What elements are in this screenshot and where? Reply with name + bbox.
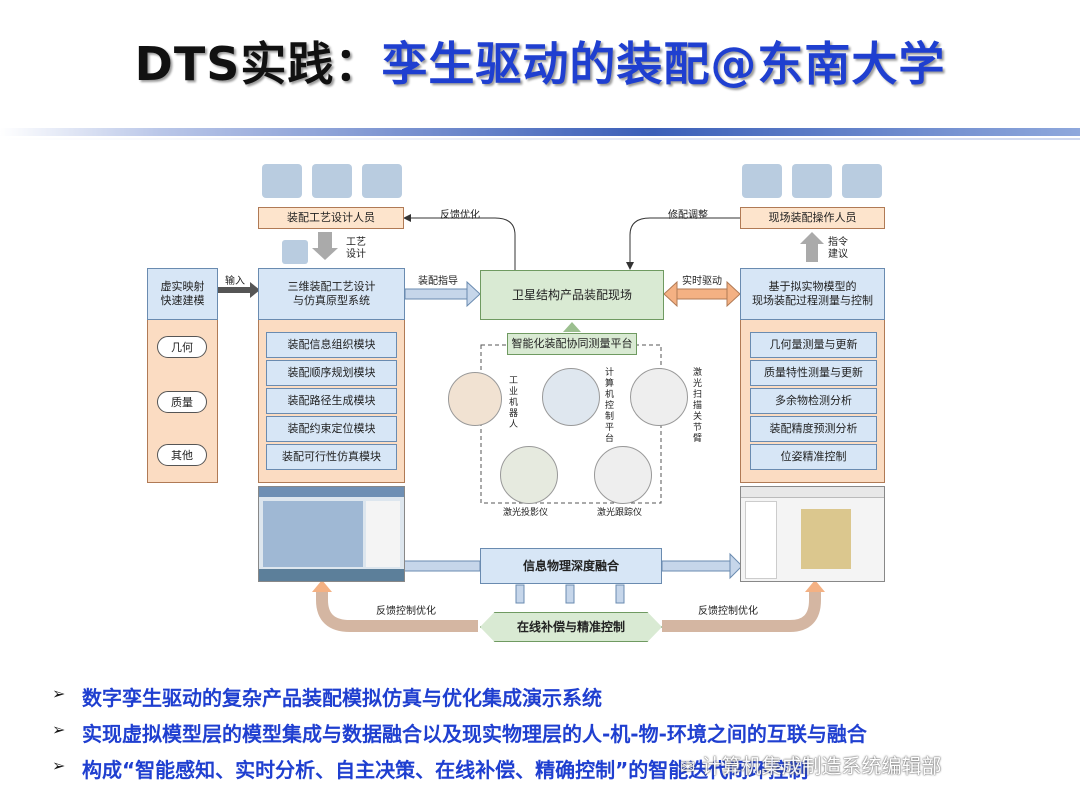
online-control-box: 在线补偿与精准控制 [480,612,662,642]
operator-up-arrow [806,244,818,262]
feedback-control-left-label: 反馈控制优化 [376,606,436,617]
platform-box: 智能化装配协同测量平台 [507,333,637,355]
designer-box: 装配工艺设计人员 [258,207,404,229]
operator-box: 现场装配操作人员 [740,207,885,229]
page-title: DTS实践：孪生驱动的装配@东南大学 [0,28,1080,94]
design-system-header: 三维装配工艺设计 与仿真原型系统 [258,268,405,320]
module-item: 装配精度预测分析 [750,416,877,442]
arrow-bullet-icon: ➢ [52,684,66,703]
screenshot-sidebar [745,501,777,579]
bullet-text: 构成“智能感知、实时分析、自主决策、在线补偿、精确控制”的智能迭代闭环控制 [82,758,809,782]
feedback-opt-label: 反馈优化 [440,210,480,221]
laser-arm-label: 激光扫描关节臂 [692,368,702,444]
module-item: 装配约束定位模块 [266,416,397,442]
craft-icon [282,240,308,264]
module-item: 多余物检测分析 [750,388,877,414]
mass-oval: 质量 [157,391,207,413]
module-item: 位姿精准控制 [750,444,877,470]
fit-adjust-arrow [626,217,740,270]
other-oval: 其他 [157,444,207,466]
watermark-text: 计算机集成制造系统编辑部 [701,754,942,778]
right-software-screenshot [740,486,885,582]
title-divider-thin [0,138,1080,140]
feedback-control-left-arrow [316,590,478,632]
arrow-bullet-icon: ➢ [52,756,66,775]
site-up-arrow [563,322,581,332]
operator-icons [742,164,882,200]
wechat-icon: ✉ [680,757,696,778]
bullet-item: ➢ 数字孪生驱动的复杂产品装配模拟仿真与优化集成演示系统 [52,682,1052,718]
screenshot-toolbar [741,487,884,498]
projector-label: 激光投影仪 [503,508,549,518]
bullet-item: ➢ 实现虚拟模型层的模型集成与数据融合以及现实物理层的人-机-物-环境之间的互联与… [52,718,1052,754]
fit-adjust-label: 修配调整 [668,210,708,221]
watermark: ✉ 计算机集成制造系统编辑部 [680,750,941,779]
feedback-control-right-arrow [662,590,821,632]
operator-icon [842,164,882,198]
geometry-oval: 几何 [157,336,207,358]
bullet-text: 实现虚拟模型层的模型集成与数据融合以及现实物理层的人-机-物-环境之间的互联与融… [82,722,867,746]
craft-design-label: 工艺 设计 [346,237,366,260]
module-item: 几何量测量与更新 [750,332,877,358]
designer-down-arrow [318,232,332,248]
feedback-control-right-label: 反馈控制优化 [698,606,758,617]
realtime-drive-label: 实时驱动 [682,276,722,287]
module-item: 装配路径生成模块 [266,388,397,414]
computer-icon [542,368,600,426]
module-item: 装配信息组织模块 [266,332,397,358]
bullet-text: 数字孪生驱动的复杂产品装配模拟仿真与优化集成演示系统 [82,686,602,710]
instruction-label: 指令 建议 [828,237,848,260]
computer-label: 计算机控制平台 [604,368,614,444]
module-item: 装配顺序规划模块 [266,360,397,386]
designer-down-arrowhead [312,248,338,260]
left-software-screenshot [258,486,405,582]
mapping-header: 虚实映射 快速建模 [147,268,218,320]
fusion-box: 信息物理深度融合 [480,548,662,584]
bullet-item: ➢ 构成“智能感知、实时分析、自主决策、在线补偿、精确控制”的智能迭代闭环控制 [52,754,1052,790]
arrow-bullet-icon: ➢ [52,720,66,739]
operator-up-arrowhead [800,232,824,244]
screenshot-statusbar [259,569,404,581]
title-prefix: DTS实践： [134,37,382,91]
projector-icon [500,446,558,504]
title-divider [0,128,1080,136]
robot-icon [448,372,502,426]
title-main: 孪生驱动的装配@东南大学 [381,37,946,91]
laser-arm-icon [630,368,688,426]
screenshot-toolbar [259,487,404,497]
input-label: 输入 [225,276,245,287]
feedback-opt-arrow [403,214,516,270]
workstation-icon [362,164,402,198]
assembly-guide-label: 装配指导 [418,276,458,287]
tracker-label: 激光跟踪仪 [597,508,643,518]
workstation-icon [262,164,302,198]
assembly-site-box: 卫星结构产品装配现场 [480,270,664,320]
operator-icon [792,164,832,198]
screenshot-model [801,509,851,569]
operator-icon [742,164,782,198]
module-item: 质量特性测量与更新 [750,360,877,386]
tracker-icon [594,446,652,504]
bullet-list: ➢ 数字孪生驱动的复杂产品装配模拟仿真与优化集成演示系统 ➢ 实现虚拟模型层的模型集… [52,682,1052,790]
workstation-icon [312,164,352,198]
screenshot-tree [366,501,400,567]
measurement-header: 基于拟实物模型的 现场装配过程测量与控制 [740,268,885,320]
designer-icons [262,164,402,200]
robot-label: 工业机器人 [508,376,518,430]
screenshot-viewport [263,501,363,567]
module-item: 装配可行性仿真模块 [266,444,397,470]
